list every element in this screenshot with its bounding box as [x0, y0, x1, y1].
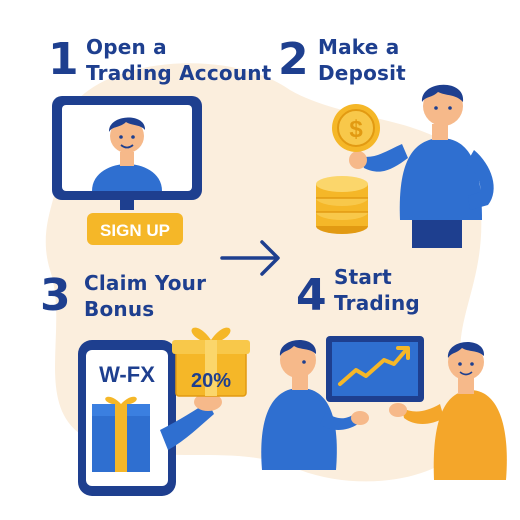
- coin-symbol: $: [349, 116, 363, 143]
- gift-percent-text: 20%: [191, 370, 231, 392]
- step-3-number: 3: [40, 270, 71, 321]
- step-2-number: 2: [278, 34, 309, 85]
- step-4-line1: Start: [334, 265, 392, 289]
- man-in-orange-shirt: [389, 341, 507, 480]
- trading-chart-screen: [326, 336, 424, 402]
- step-1-label: Open a Trading Account: [86, 34, 271, 86]
- phone-illustration: [78, 340, 176, 496]
- step-1-number: 1: [48, 34, 79, 85]
- step-4-line2: Trading: [334, 291, 420, 315]
- step-1-line1: Open a: [86, 35, 167, 59]
- step-4-number: 4: [296, 270, 327, 321]
- hand-holding-gift: [160, 393, 222, 450]
- signup-button-label: SIGN UP: [100, 221, 170, 240]
- dollar-coin-icon: [332, 104, 380, 152]
- step-3-line2: Bonus: [84, 297, 155, 321]
- step-3-label: Claim Your Bonus: [84, 270, 206, 322]
- arrow-right-icon: [220, 240, 280, 276]
- coin-stack-icon: [316, 176, 368, 234]
- gift-box-icon: [172, 327, 250, 397]
- signup-button[interactable]: [87, 213, 183, 245]
- monitor-illustration: [52, 96, 202, 210]
- man-holding-coin: [349, 84, 494, 248]
- phone-brand-text: W-FX: [99, 362, 155, 387]
- step-4-label: Start Trading: [334, 264, 420, 316]
- step-2-line2: Deposit: [318, 61, 406, 85]
- step-2-line1: Make a: [318, 35, 400, 59]
- man-in-blue-shirt: [261, 339, 369, 470]
- step-3-line1: Claim Your: [84, 271, 207, 295]
- step-1-line2: Trading Account: [86, 61, 272, 85]
- step-2-label: Make a Deposit: [318, 34, 406, 86]
